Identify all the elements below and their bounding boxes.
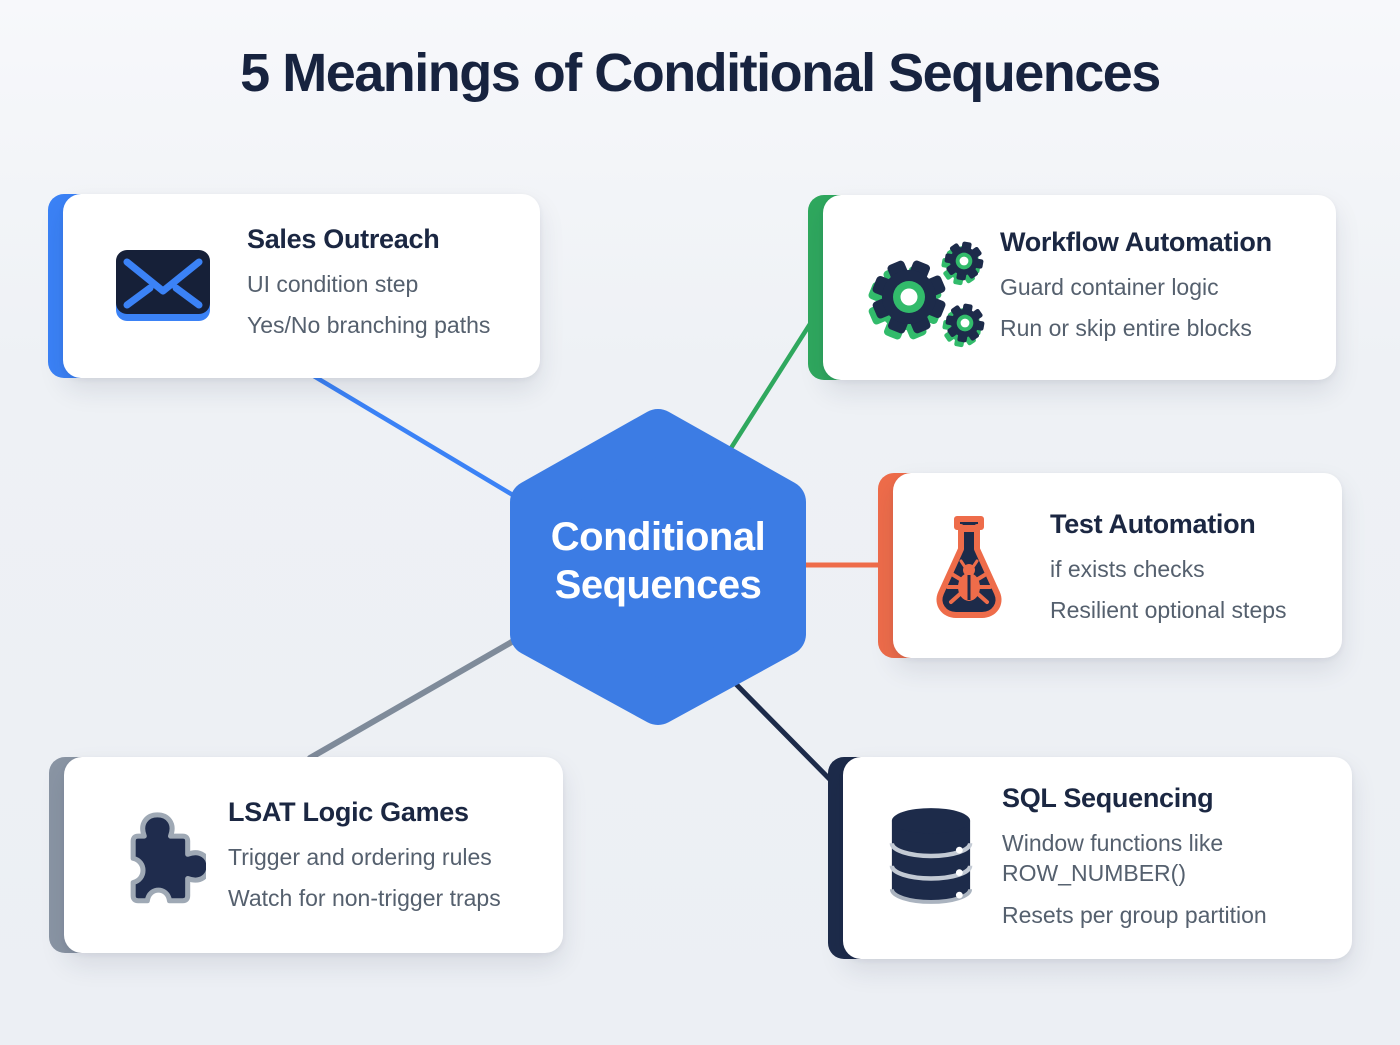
envelope-icon	[116, 250, 210, 321]
card-lsat-logic-games: LSAT Logic Games Trigger and ordering ru…	[49, 757, 563, 953]
card-line: Run or skip entire blocks	[1000, 315, 1252, 342]
card-text-block: Test Automation if exists checks Resilie…	[1050, 509, 1320, 637]
card-surface: SQL Sequencing Window functions like ROW…	[843, 757, 1352, 959]
center-hexagon-label: Conditional Sequences	[508, 513, 808, 609]
card-surface: LSAT Logic Games Trigger and ordering ru…	[64, 757, 563, 953]
card-sales-outreach: Sales Outreach UI condition step Yes/No …	[48, 194, 540, 378]
card-line: Trigger and ordering rules	[228, 844, 492, 870]
card-title: Workflow Automation	[1000, 227, 1272, 257]
flask-bug-icon	[936, 516, 1002, 618]
card-line: Resilient optional steps	[1050, 597, 1287, 624]
card-line: Guard container logic	[1000, 274, 1219, 300]
card-text-block: SQL Sequencing Window functions like ROW…	[1002, 783, 1312, 941]
card-line: UI condition step	[247, 271, 419, 297]
card-workflow-automation: Workflow Automation Guard container logi…	[808, 195, 1336, 380]
page-title: 5 Meanings of Conditional Sequences	[240, 43, 1161, 103]
card-title: LSAT Logic Games	[228, 797, 469, 827]
center-label-line2: Sequences	[554, 563, 762, 607]
card-line: if exists checks	[1050, 556, 1205, 582]
card-title: SQL Sequencing	[1002, 783, 1214, 813]
card-line: Yes/No branching paths	[247, 312, 491, 339]
card-test-automation: Test Automation if exists checks Resilie…	[878, 473, 1342, 658]
card-title: Sales Outreach	[247, 224, 440, 254]
card-text-block: Workflow Automation Guard container logi…	[1000, 227, 1320, 355]
puzzle-icon	[130, 812, 206, 904]
center-hexagon	[510, 409, 806, 725]
card-surface: Test Automation if exists checks Resilie…	[893, 473, 1342, 658]
card-surface: Workflow Automation Guard container logi…	[823, 195, 1336, 380]
gears-icon	[867, 238, 988, 351]
database-icon	[889, 808, 973, 904]
connector-lsat-logic-games	[307, 621, 546, 761]
card-surface: Sales Outreach UI condition step Yes/No …	[63, 194, 540, 378]
card-text-block: LSAT Logic Games Trigger and ordering ru…	[228, 797, 538, 925]
card-sql-sequencing: SQL Sequencing Window functions like ROW…	[828, 757, 1352, 959]
card-title: Test Automation	[1050, 509, 1256, 539]
card-line: Resets per group partition	[1002, 901, 1267, 928]
card-line: Window functions like ROW_NUMBER()	[1002, 830, 1224, 887]
card-text-block: Sales Outreach UI condition step Yes/No …	[247, 224, 527, 352]
card-line: Watch for non-trigger traps	[228, 885, 501, 912]
center-label-line1: Conditional	[550, 515, 766, 559]
